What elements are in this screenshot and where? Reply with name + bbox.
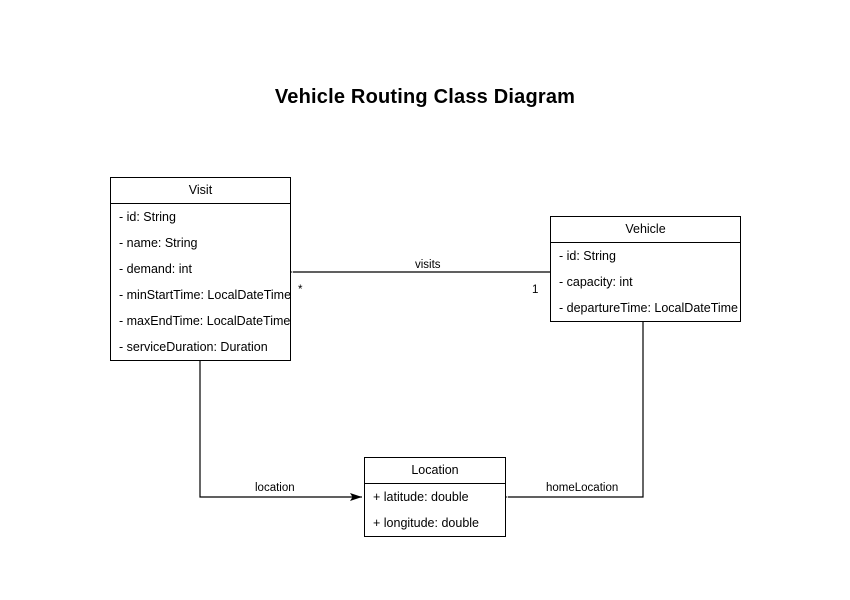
class-box-visit[interactable]: Visit - id: String - name: String - dema… <box>110 177 291 361</box>
class-attributes-location: + latitude: double + longitude: double <box>365 484 505 536</box>
attribute-row: - name: String <box>119 236 198 250</box>
attribute-row: + longitude: double <box>373 516 479 530</box>
edge-label-visits: visits <box>411 259 445 271</box>
page-title: Vehicle Routing Class Diagram <box>274 86 576 108</box>
multiplicity-vehicle-side: 1 <box>532 284 539 296</box>
attribute-row: - demand: int <box>119 262 192 276</box>
attribute-row: - id: String <box>559 249 616 263</box>
multiplicity-visit-side: * <box>298 284 303 296</box>
class-box-vehicle[interactable]: Vehicle - id: String - capacity: int - d… <box>550 216 741 322</box>
class-name-vehicle: Vehicle <box>551 217 740 243</box>
class-box-location[interactable]: Location + latitude: double + longitude:… <box>364 457 506 537</box>
class-attributes-vehicle: - id: String - capacity: int - departure… <box>551 243 740 321</box>
attribute-row: - serviceDuration: Duration <box>119 340 268 354</box>
class-attributes-visit: - id: String - name: String - demand: in… <box>111 204 292 360</box>
attribute-row: + latitude: double <box>373 490 469 504</box>
edge-label-home-location: homeLocation <box>542 482 623 494</box>
class-name-location: Location <box>365 458 505 484</box>
attribute-row: - minStartTime: LocalDateTime <box>119 288 292 302</box>
class-name-visit: Visit <box>111 178 290 204</box>
attribute-row: - capacity: int <box>559 275 633 289</box>
edge-home-location-line <box>496 322 644 501</box>
edge-location-line <box>199 361 362 501</box>
edge-label-location: location <box>251 482 299 494</box>
attribute-row: - departureTime: LocalDateTime <box>559 301 739 315</box>
attribute-row: - id: String <box>119 210 176 224</box>
attribute-row: - maxEndTime: LocalDateTime <box>119 314 291 328</box>
